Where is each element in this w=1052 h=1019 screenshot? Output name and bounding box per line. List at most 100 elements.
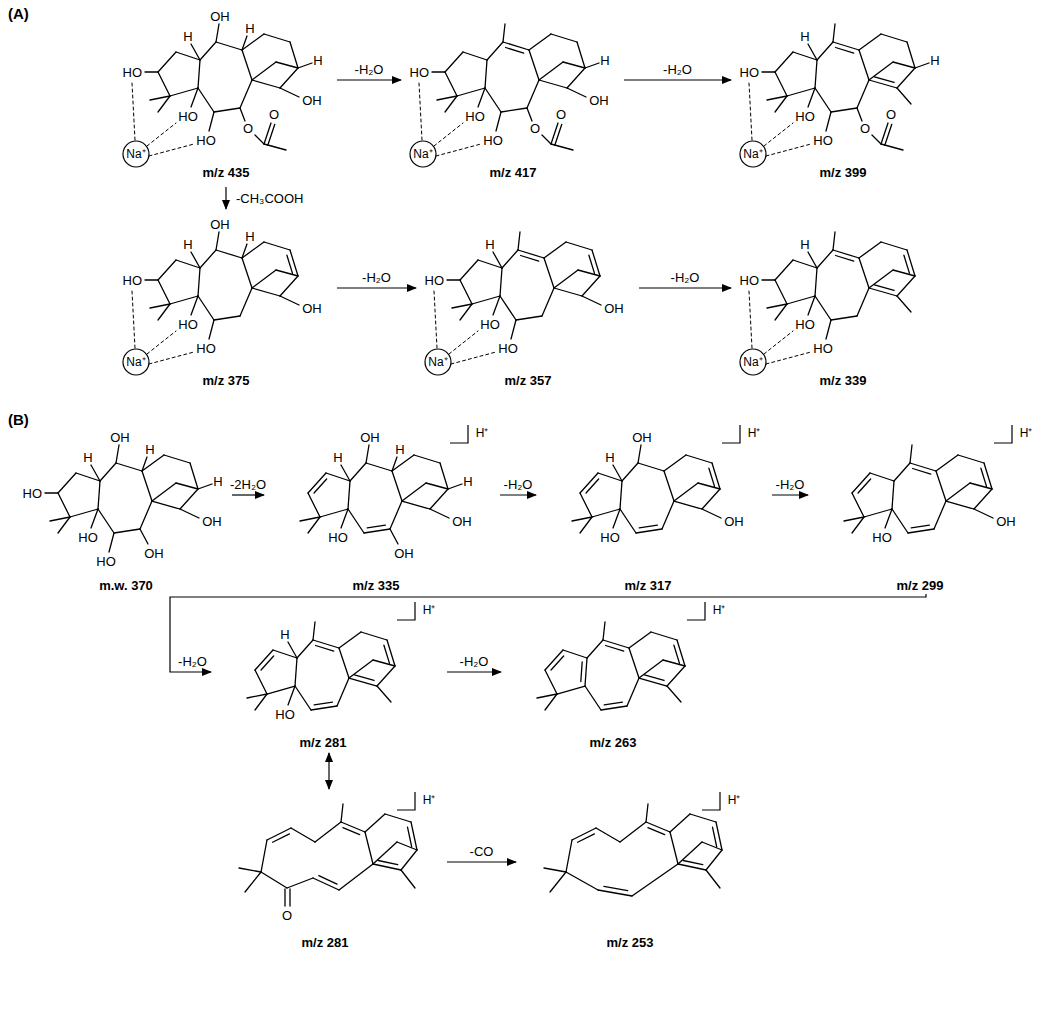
bond-line [402, 483, 426, 501]
bond-line [392, 457, 397, 471]
atom-label: H [605, 451, 614, 464]
charge-bracket [397, 602, 415, 620]
bond-line [857, 80, 869, 108]
bond-line [869, 288, 897, 296]
ion-label: Na⁺ [126, 148, 145, 160]
bond-line [373, 660, 395, 666]
bond-line [833, 42, 859, 50]
atom-label: H [213, 475, 222, 488]
bond-line [240, 288, 252, 316]
arrow-label: -H₂O [458, 655, 491, 668]
bond-line [496, 112, 501, 131]
bond-line [216, 232, 219, 250]
bond-line [70, 509, 98, 517]
bond-line [936, 455, 958, 471]
bond-line [915, 63, 929, 68]
mass-label: m/z 317 [625, 579, 672, 592]
bond-line [539, 80, 567, 88]
coordination-dash [147, 331, 176, 354]
charge-bracket [994, 425, 1012, 443]
carbonyl-line [284, 889, 285, 906]
bond-line [252, 80, 280, 88]
coordination-dash [436, 144, 481, 156]
bond-line [639, 660, 663, 678]
charge-bracket [722, 425, 740, 443]
structure-node: HOHHOOHH⁺m/z 317 [540, 425, 768, 593]
bond-line [365, 814, 385, 832]
arrow-label: -H₂O [502, 478, 535, 491]
carbonyl-line [289, 889, 290, 906]
bond-line [348, 481, 350, 509]
mass-label: m/z 399 [820, 166, 867, 179]
structure-drawing [520, 792, 748, 952]
bond-line [808, 296, 815, 315]
bond-line [440, 463, 448, 489]
methyl-line [550, 872, 566, 892]
coordination-dash [132, 291, 135, 348]
bond-line [582, 296, 601, 305]
bond-line [460, 280, 472, 304]
bond-line [457, 88, 485, 96]
bond-line [255, 135, 264, 144]
bond-line [592, 509, 620, 517]
bond-line [402, 501, 430, 509]
charge-bracket [687, 602, 705, 620]
double-bond-line [913, 469, 931, 475]
atom-label: HO [196, 134, 216, 147]
bond-line [152, 501, 180, 509]
atom-label: HO [600, 531, 620, 544]
structure-node: HOHHOHOOHNa⁺m/z 357 [420, 212, 635, 392]
reaction-arrow [170, 594, 926, 672]
methyl-line [646, 804, 648, 822]
mass-label: m/z 281 [302, 936, 349, 949]
bond-line [762, 279, 775, 280]
bond-line [808, 88, 815, 107]
bond-line [638, 463, 664, 471]
methyl-line [706, 870, 720, 888]
bond-line [209, 112, 214, 131]
bond-line [140, 501, 152, 529]
methyl-line [158, 304, 170, 320]
bond-line [432, 71, 445, 72]
coordination-dash [764, 331, 793, 354]
bond-line [295, 686, 311, 710]
atom-label: OH [589, 94, 609, 107]
methyl-line [239, 868, 261, 872]
double-bond-line [648, 828, 665, 835]
double-bond-line [981, 468, 987, 486]
atom-label: HO [178, 318, 198, 331]
mass-label: m/z 435 [203, 166, 250, 179]
bond-line [280, 68, 298, 88]
bond-line [542, 288, 554, 316]
atom-label: HO [196, 342, 216, 355]
bond-line [298, 63, 312, 68]
bond-line [762, 71, 775, 72]
bond-line [852, 473, 870, 493]
bond-line [662, 501, 674, 529]
bond-line [116, 463, 142, 471]
bond-line [808, 252, 817, 268]
bond-line [390, 501, 402, 529]
atom-label: OH [144, 547, 164, 560]
bond-line [313, 878, 339, 890]
bond-line [242, 50, 252, 80]
charge-bracket [397, 792, 415, 810]
bond-line [140, 529, 148, 544]
bond-line [831, 108, 857, 112]
bond-line [426, 483, 448, 489]
bond-line [191, 252, 200, 268]
bond-line [240, 80, 252, 108]
bond-line [377, 666, 395, 686]
bond-line [216, 42, 242, 50]
ion-label: Na⁺ [428, 356, 447, 368]
double-bond-line [314, 479, 327, 493]
ion-label: H⁺ [423, 794, 436, 806]
atom-label: H [333, 451, 342, 464]
structure-drawing [268, 425, 496, 593]
methyl-line [775, 96, 787, 112]
bond-line [100, 463, 116, 481]
atom-label: OH [452, 515, 472, 528]
coordination-dash [149, 144, 194, 156]
bond-line [373, 842, 397, 864]
